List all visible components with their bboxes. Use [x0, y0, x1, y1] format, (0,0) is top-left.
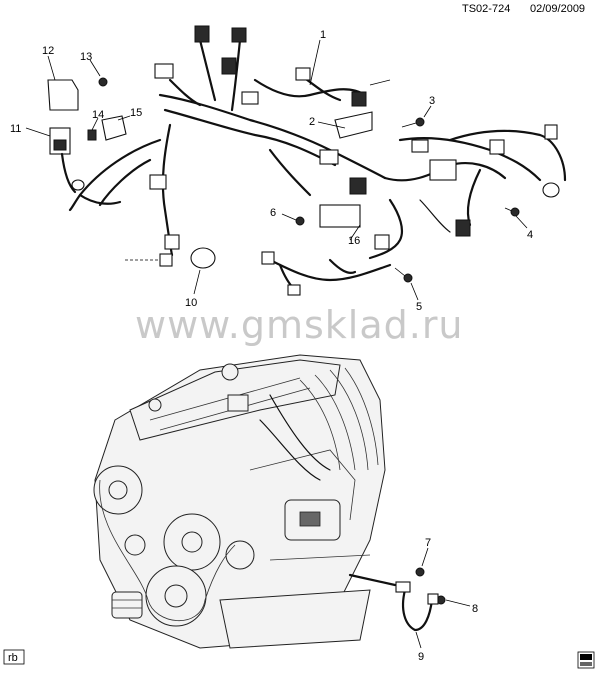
engine-wiring-harness — [68, 25, 567, 296]
callout-16: 16 — [348, 235, 360, 247]
bolt-5 — [394, 267, 413, 283]
grommet — [71, 179, 85, 191]
connector-block — [295, 67, 311, 81]
drawing-id: TS02-724 — [462, 3, 510, 15]
connector-terminal — [53, 139, 67, 151]
connector-block — [351, 91, 367, 107]
callout-numbers: 1 2 3 4 5 6 7 8 9 10 11 12 13 14 15 16 — [10, 29, 533, 663]
drawing-date: 02/09/2009 — [530, 3, 585, 15]
connector-block — [287, 284, 301, 296]
connector-block — [149, 174, 167, 190]
connector-block — [544, 124, 558, 140]
connector-block — [164, 234, 180, 250]
footer-tag: rb — [8, 652, 18, 664]
connector-block — [194, 25, 210, 43]
harness-bracket — [334, 111, 373, 139]
callout-3: 3 — [429, 95, 435, 107]
callout-9: 9 — [418, 651, 424, 663]
callout-13: 13 — [80, 51, 92, 63]
callout-15: 15 — [130, 107, 142, 119]
connector-block — [374, 234, 390, 250]
connector-block — [261, 251, 275, 265]
strap-terminal — [427, 593, 439, 605]
callout-11: 11 — [10, 123, 21, 135]
connector-round — [542, 182, 560, 198]
callout-leaders — [25, 39, 528, 649]
connector-block — [154, 63, 174, 79]
footer-tag-box — [3, 649, 25, 665]
connector-block — [455, 219, 471, 237]
ground-strap — [348, 567, 446, 632]
callout-12: 12 — [42, 45, 54, 57]
connector-block — [349, 177, 367, 195]
plug-grommet — [190, 247, 216, 269]
callout-5: 5 — [416, 301, 422, 313]
fuse-relay-block — [319, 204, 361, 228]
connector-block — [159, 253, 173, 267]
connector-block — [489, 139, 505, 155]
bolt-6 — [295, 216, 305, 226]
callout-4: 4 — [527, 229, 533, 241]
bolt-4 — [504, 207, 520, 217]
callout-7: 7 — [425, 537, 431, 549]
connector-block — [319, 149, 339, 165]
connector-block — [429, 159, 457, 181]
callout-14: 14 — [92, 109, 104, 121]
callout-10: 10 — [185, 297, 197, 309]
callout-8: 8 — [472, 603, 478, 615]
bolt-3 — [401, 117, 425, 128]
connector-block — [221, 57, 237, 75]
clip — [87, 129, 97, 141]
callout-6: 6 — [270, 207, 276, 219]
watermark: www.gmsklad.ru — [135, 303, 464, 347]
connector-block — [241, 91, 259, 105]
publisher-logo — [577, 651, 595, 669]
nut — [415, 567, 425, 577]
callout-1: 1 — [320, 29, 326, 41]
connector-shield — [101, 115, 127, 141]
engine-assembly — [93, 354, 386, 649]
connector-block — [231, 27, 247, 43]
callout-2: 2 — [309, 116, 315, 128]
nut — [98, 77, 108, 87]
mounting-bracket — [47, 79, 79, 111]
connector-block — [411, 139, 429, 153]
strap-terminal — [395, 581, 411, 593]
